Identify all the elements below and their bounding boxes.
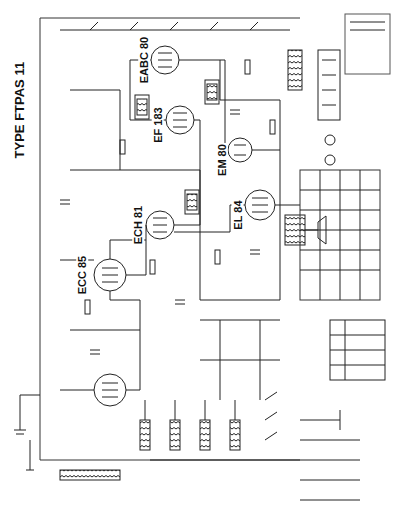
tube-label: ECC 85 — [76, 255, 88, 296]
tube-label: EL 84 — [231, 199, 243, 230]
tube-label: EF 183 — [151, 106, 163, 143]
coil-bank — [60, 320, 300, 480]
tube-label: EABC 80 — [138, 36, 150, 84]
tube-label: EM 80 — [216, 143, 228, 177]
if-transformers — [135, 80, 219, 214]
schematic-title: TYPE FTPAS 11 — [13, 61, 27, 160]
passive-parts — [60, 60, 275, 354]
tube-label: ECH 81 — [132, 205, 144, 246]
